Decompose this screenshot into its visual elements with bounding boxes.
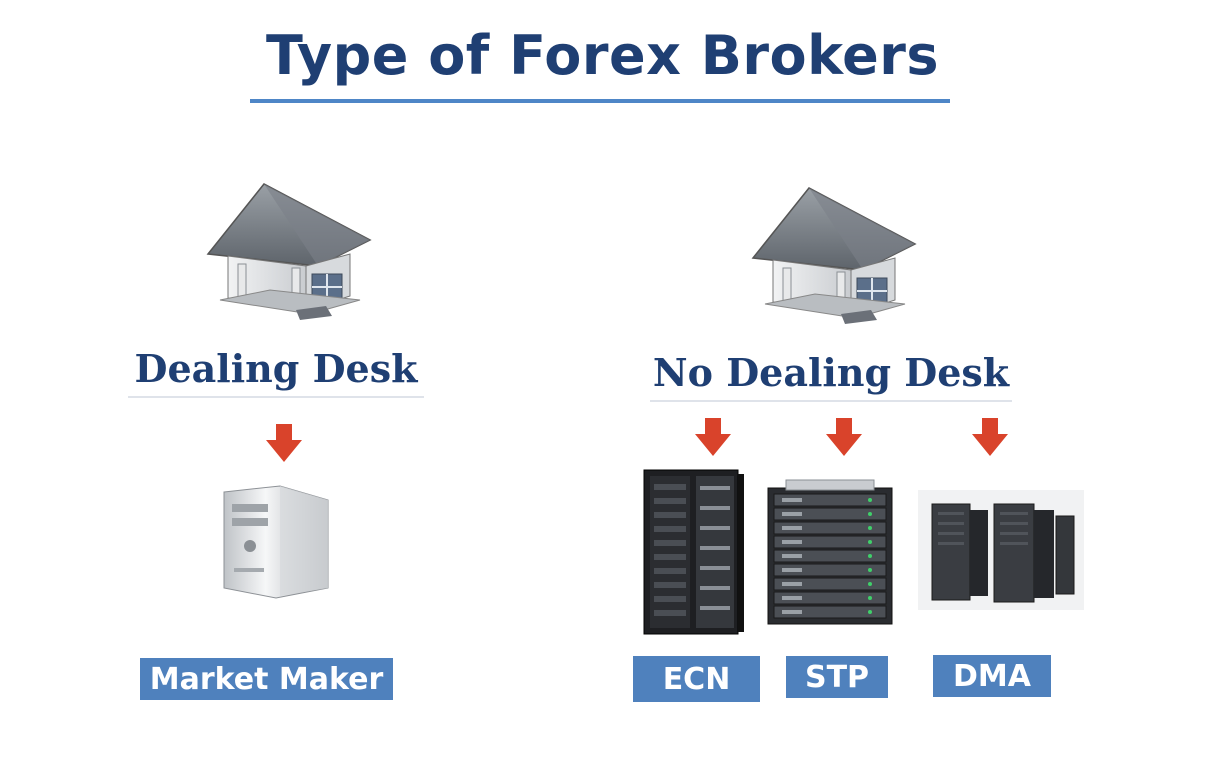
dma-badge: DMA [933, 655, 1051, 697]
dealing-desk-underline [128, 396, 424, 398]
house-icon [206, 183, 372, 320]
down-arrow-icon [266, 424, 302, 462]
desktop-tower-icon [223, 485, 329, 599]
down-arrow-icon [972, 418, 1008, 456]
down-arrow-icon [695, 418, 731, 456]
no-dealing-desk-underline [650, 400, 1012, 402]
ecn-badge: ECN [633, 656, 760, 702]
dealing-desk-label: Dealing Desk [134, 346, 418, 391]
down-arrow-icon [826, 418, 862, 456]
title-underline [250, 99, 950, 103]
house-icon [751, 187, 917, 324]
page-title: Type of Forex Brokers [265, 24, 940, 87]
stp-badge: STP [786, 656, 888, 698]
server-cluster-icon [918, 490, 1084, 610]
server-stack-icon [767, 479, 893, 625]
market-maker-badge: Market Maker [140, 658, 393, 700]
server-rack-icon [643, 469, 744, 635]
no-dealing-desk-label: No Dealing Desk [652, 350, 1010, 395]
